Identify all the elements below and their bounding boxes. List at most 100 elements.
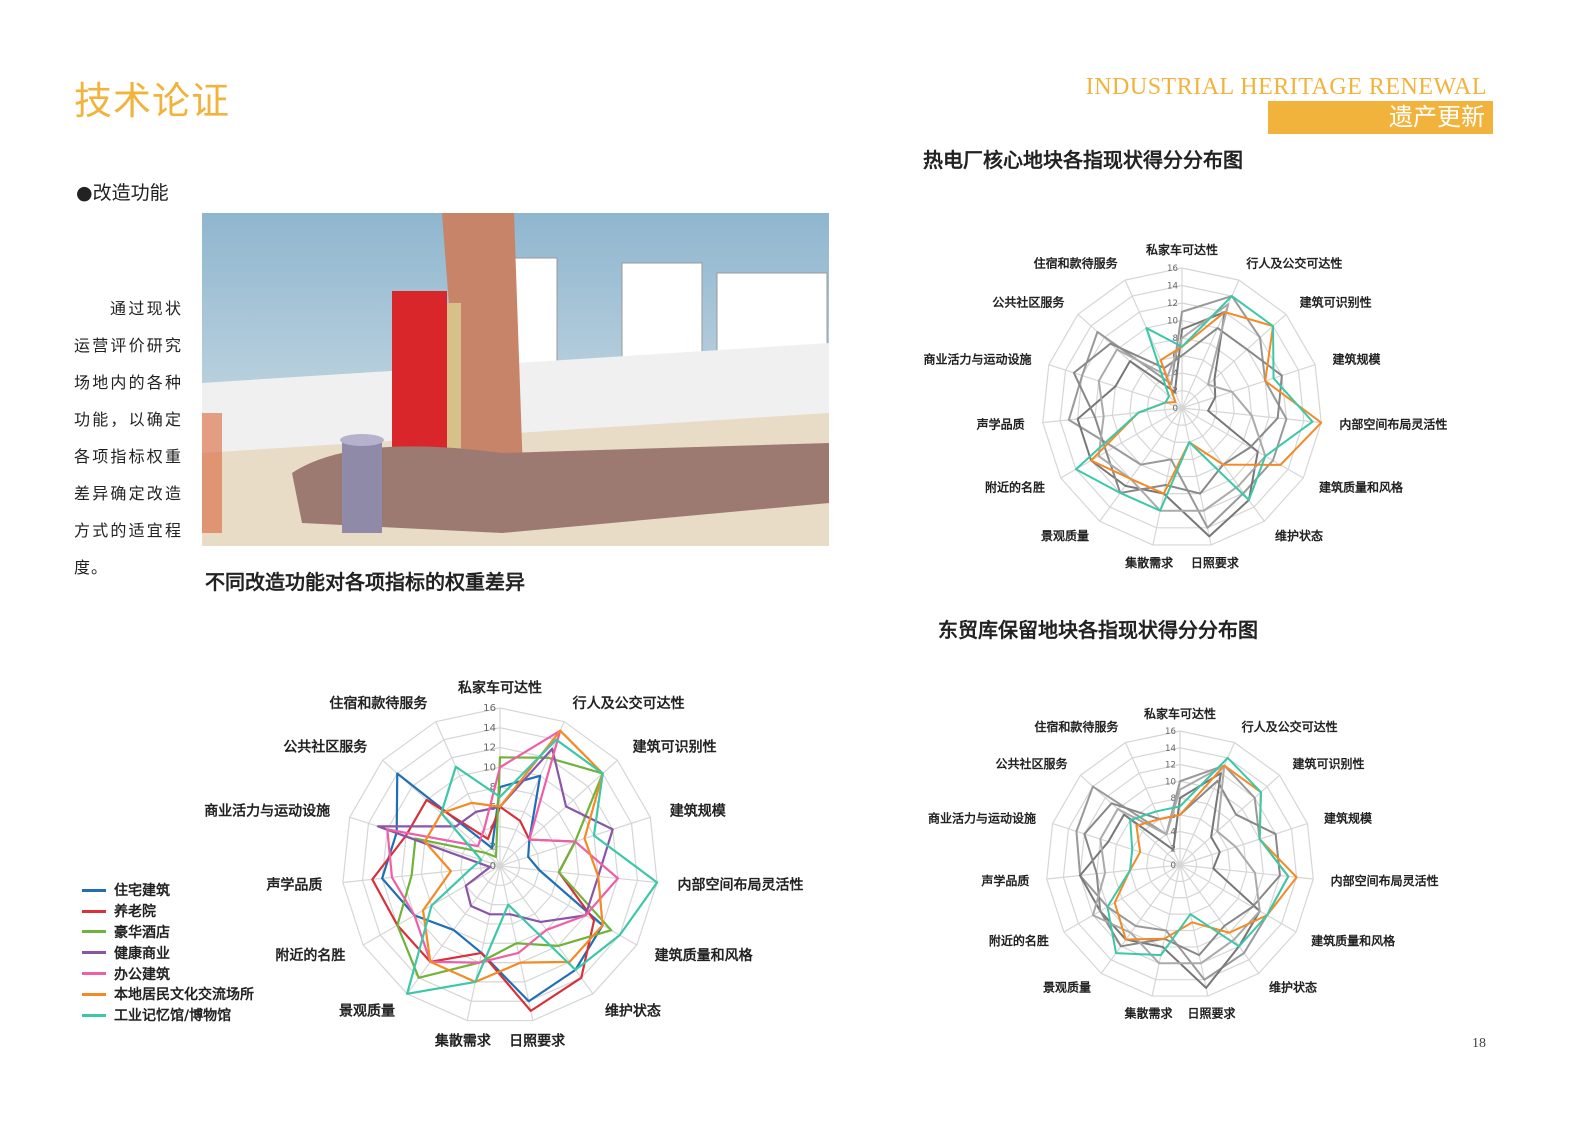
axis-label: 集散需求	[1124, 555, 1174, 570]
series-line	[1072, 327, 1283, 495]
grid-ring	[1162, 847, 1198, 882]
page-title: 技术论证	[74, 79, 231, 123]
axis-label: 建筑可识别性	[633, 738, 717, 755]
legend-item: 豪华酒店	[82, 922, 254, 943]
series-line	[396, 756, 613, 979]
axis-label: 景观质量	[339, 1002, 395, 1019]
axis-label: 住宿和款待服务	[1034, 256, 1119, 271]
tick-label: 12	[1165, 761, 1176, 771]
legend-label: 健康商业	[114, 945, 170, 962]
chart-legend: 住宅建筑 养老院 豪华酒店 健康商业 办公建筑 本地居民文化交流场所 工业记忆馆…	[82, 880, 254, 1026]
axis-label: 附近的名胜	[985, 479, 1045, 494]
grid-spoke	[1181, 313, 1287, 409]
grid-spoke	[1052, 823, 1181, 866]
tick-label: 14	[1167, 282, 1178, 292]
series-line	[406, 738, 659, 995]
tick-label: 0	[1173, 404, 1179, 414]
legend-item: 办公建筑	[82, 963, 254, 984]
section-title: 改造功能	[92, 182, 169, 204]
axis-label: 建筑可识别性	[1299, 294, 1372, 309]
grid-spoke	[1100, 864, 1181, 974]
grid-spoke	[1179, 864, 1260, 974]
chart-title-warehouse: 东贸库保留地块各指现状得分分布图	[938, 618, 1258, 642]
grid-ring	[479, 845, 521, 886]
axis-label: 商业活力与运动设施	[924, 351, 1032, 366]
legend-label: 工业记忆馆/博物馆	[114, 1008, 232, 1025]
legend-label: 养老院	[114, 904, 156, 921]
axis-label: 住宿和款待服务	[329, 695, 428, 712]
section-heading: ●改造功能	[76, 178, 169, 205]
axis-label: 建筑质量和风格	[1310, 933, 1396, 948]
axis-label: 日照要求	[1191, 555, 1240, 570]
axis-label: 建筑规模	[1331, 351, 1381, 366]
grid-spoke	[1179, 864, 1209, 997]
grid-spoke	[1179, 742, 1236, 866]
axis-label: 维护状态	[1269, 980, 1317, 995]
radar-chart-warehouse: 0246810121416私家车可达性行人及公交可达性建筑可识别性建筑规模内部空…	[928, 706, 1439, 1021]
grid-ring	[1146, 372, 1218, 443]
tick-label: 16	[1167, 264, 1178, 274]
axis-label: 声学品质	[976, 417, 1025, 432]
grid-spoke	[342, 865, 501, 884]
radar-chart-weights: 0246810121416私家车可达性行人及公交可达性建筑可识别性建筑规模内部空…	[204, 679, 803, 1049]
axis-label: 商业活力与运动设施	[928, 810, 1036, 825]
axis-label: 声学品质	[980, 873, 1029, 888]
grid-spoke	[1124, 742, 1181, 866]
axis-label: 公共社区服务	[995, 756, 1068, 771]
grid-spoke	[1179, 823, 1308, 866]
chart-title-power-plant: 热电厂核心地块各指现状得分分布图	[923, 148, 1243, 172]
series-line	[1106, 756, 1290, 957]
axis-label: 住宿和款待服务	[1034, 719, 1119, 734]
grid-spoke	[499, 721, 565, 867]
axis-label: 集散需求	[434, 1033, 492, 1050]
grid-spoke	[1179, 864, 1297, 933]
axis-label: 私家车可达性	[458, 679, 542, 696]
axis-label: 日照要求	[509, 1033, 566, 1050]
chart-title-weights: 不同改造功能对各项指标的权重差异	[205, 570, 525, 594]
tick-label: 8	[1173, 334, 1179, 344]
series-line	[386, 729, 619, 964]
tick-label: 16	[483, 703, 496, 714]
grid-spoke	[1042, 407, 1183, 424]
legend-item: 工业记忆馆/博物馆	[82, 1005, 254, 1026]
grid-ring	[361, 727, 639, 1002]
axis-label: 维护状态	[1275, 528, 1323, 543]
tick-label: 10	[483, 762, 496, 773]
tick-label: 14	[1165, 744, 1176, 754]
tick-label: 0	[490, 861, 496, 872]
grid-spoke	[1181, 407, 1304, 479]
axis-label: 景观质量	[1041, 528, 1089, 543]
grid-spoke	[466, 865, 501, 1021]
grid-spoke	[435, 721, 501, 867]
grid-spoke	[1060, 407, 1183, 479]
grid-spoke	[1152, 407, 1183, 546]
axis-label: 私家车可达性	[1143, 706, 1216, 721]
legend-label: 本地居民文化交流场所	[114, 987, 254, 1004]
grid-spoke	[499, 759, 618, 867]
tick-label: 16	[1165, 727, 1176, 737]
axis-label: 建筑质量和风格	[1318, 479, 1404, 494]
bullet-icon: ●	[76, 182, 93, 204]
series-line	[381, 772, 604, 1003]
legend-label: 住宅建筑	[114, 883, 170, 900]
legend-label: 办公建筑	[114, 966, 170, 983]
axis-label: 建筑规模	[670, 803, 727, 820]
grid-spoke	[1124, 279, 1183, 409]
grid-ring	[1059, 284, 1305, 529]
axis-label: 集散需求	[1124, 1005, 1174, 1020]
tick-label: 10	[1167, 317, 1178, 327]
grid-ring	[1046, 730, 1314, 997]
tick-label: 14	[483, 723, 496, 734]
axis-label: 私家车可达性	[1145, 242, 1218, 257]
grid-ring	[1129, 814, 1231, 915]
tick-label: 8	[490, 782, 496, 793]
grid-spoke	[1179, 864, 1314, 880]
axis-label: 附近的名胜	[275, 947, 345, 964]
grid-ring	[1042, 267, 1322, 546]
section-banner: 遗产更新	[1268, 101, 1493, 134]
radar-chart-power-plant: 0246810121416私家车可达性行人及公交可达性建筑可识别性建筑规模内部空…	[924, 242, 1448, 570]
axis-label: 建筑质量和风格	[655, 947, 754, 964]
renovation-rendering-image	[202, 213, 829, 546]
series-line	[1090, 311, 1323, 495]
axis-label: 内部空间布局灵活性	[1331, 873, 1439, 888]
